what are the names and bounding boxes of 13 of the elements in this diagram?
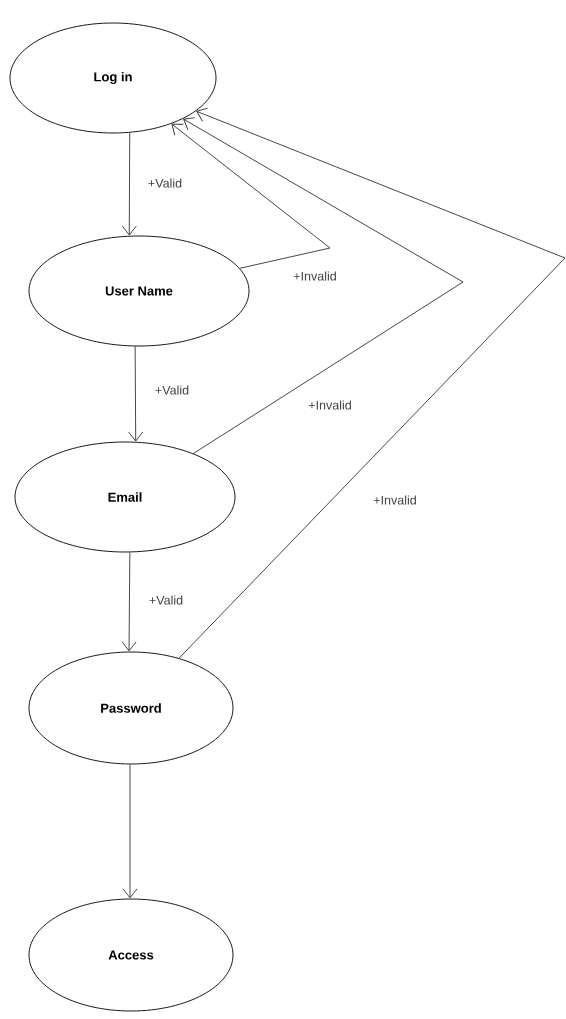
edge-label: +Invalid [372,494,418,506]
edge-label: +Invalid [307,399,353,411]
arrow [122,764,138,899]
arrow [128,345,144,442]
arrow [121,132,137,236]
edge-label: +Valid [153,384,191,396]
arrow [171,123,331,269]
arrow [178,107,566,659]
edge-label: +Invalid [292,270,338,282]
edge-label: +Valid [146,177,184,189]
arrow [121,551,137,652]
arrow [183,117,464,454]
edge-label: +Valid [147,594,185,606]
